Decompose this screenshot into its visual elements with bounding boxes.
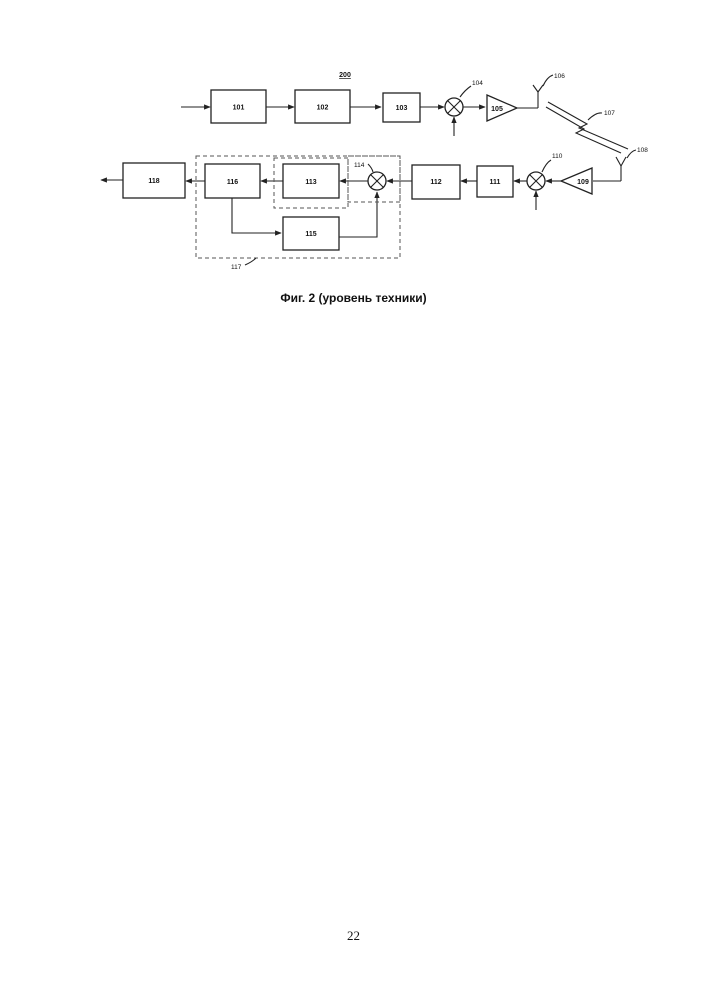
block-115-label: 115 — [305, 231, 316, 238]
ref-114: 114 — [354, 162, 365, 169]
block-113-label: 113 — [305, 179, 316, 186]
ref-104: 104 — [472, 80, 483, 87]
amplifier-109-label: 109 — [577, 179, 589, 186]
radio-channel-107 — [548, 102, 628, 149]
mixer-104 — [445, 98, 463, 116]
leader-107 — [588, 113, 602, 120]
block-101-label: 101 — [233, 105, 245, 112]
ref-110: 110 — [552, 153, 563, 160]
block-111-label: 111 — [490, 179, 501, 186]
leader-117 — [245, 258, 256, 265]
block-102-label: 102 — [317, 105, 329, 112]
leader-114 — [368, 164, 373, 172]
mixer-110 — [527, 172, 545, 190]
ref-106: 106 — [554, 73, 565, 80]
leader-108 — [627, 150, 636, 158]
antenna-108 — [616, 157, 626, 181]
page-number: 22 — [0, 928, 707, 944]
figure-caption: Фиг. 2 (уровень техники) — [0, 291, 707, 305]
wire-116-115 — [232, 198, 281, 233]
mixer-114 — [368, 172, 386, 190]
figure-number: 200 — [339, 72, 351, 79]
leader-104 — [460, 86, 471, 97]
ref-107: 107 — [604, 110, 615, 117]
leader-106 — [543, 75, 553, 86]
block-116-label: 116 — [227, 179, 238, 186]
block-103-label: 103 — [396, 105, 408, 112]
wire-115-mixer — [339, 192, 377, 237]
ref-108: 108 — [637, 147, 648, 154]
leader-110 — [542, 160, 551, 172]
antenna-106 — [533, 85, 543, 108]
block-118-label: 118 — [148, 178, 159, 185]
amplifier-105-label: 105 — [491, 106, 503, 113]
block-112-label: 112 — [430, 179, 441, 186]
ref-117: 117 — [231, 264, 242, 271]
